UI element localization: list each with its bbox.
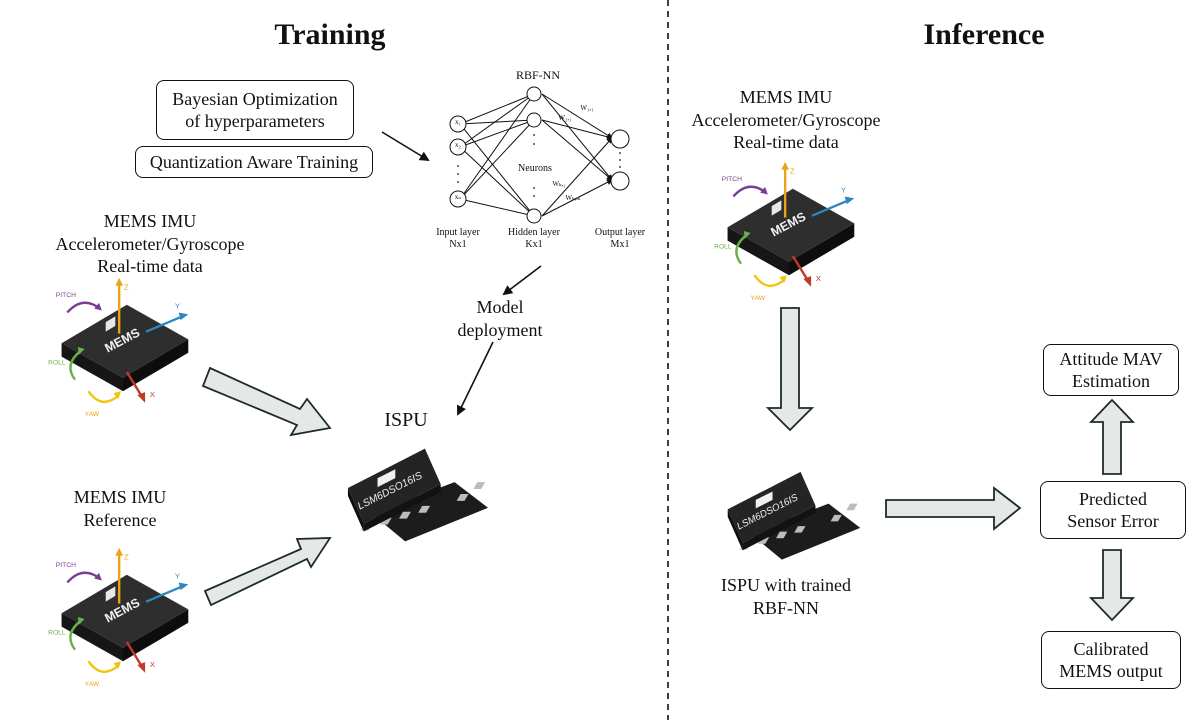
input-node-xn: xₙ (454, 193, 462, 201)
ispu-to-error-block-arrow (885, 486, 1022, 531)
bayes-to-nn-arrow (381, 131, 430, 162)
input-layer-label: Input layer Nx1 (436, 227, 480, 250)
bayes-line-1: Bayesian Optimization (172, 88, 338, 109)
neurons-label: Neurons (518, 163, 552, 174)
attitude-mav-estimation-box: Attitude MAV Estimation (1043, 344, 1179, 396)
hidden-layer-label: Hidden layer Kx1 (508, 227, 560, 250)
training-imu-realtime-label: MEMS IMU Accelerometer/Gyroscope Real-ti… (55, 211, 245, 276)
input-node-x2: x₂ (455, 141, 461, 149)
weight-label-w11: W₁,₁ (580, 104, 594, 112)
deployment-to-ispu-arrow (457, 341, 494, 416)
ispu-label: ISPU (384, 409, 428, 431)
nn-to-deployment-line (502, 265, 542, 296)
calibrated-mems-output-box: Calibrated MEMS output (1041, 631, 1181, 689)
input-node-x1: x₁ (455, 118, 461, 126)
ispu-chip-inference (727, 471, 861, 560)
training-imu-reference-label: MEMS IMU Reference (73, 487, 167, 530)
inference-imu-realtime-label: MEMS IMU Accelerometer/Gyroscope Real-ti… (691, 87, 881, 152)
bayes-line-2: of hyperparameters (185, 111, 325, 131)
weight-label-w21: W₂,₁ (558, 114, 572, 122)
imu-to-ispu-down-block-arrow (765, 307, 815, 432)
ispu-chip-training (347, 448, 489, 542)
model-deployment-label: Model deployment (457, 297, 543, 340)
rbf-nn-title: RBF-NN (515, 68, 560, 82)
inference-title: Inference (923, 18, 1045, 51)
reference-to-ispu-block-arrow (203, 537, 332, 607)
weight-label-wkm: Wₖ,ₘ (565, 194, 581, 202)
quantization-aware-training-box: Quantization Aware Training (135, 146, 373, 178)
rbf-nn-network (449, 86, 630, 224)
realtime-to-ispu-block-arrow (201, 366, 332, 437)
output-layer-label: Output layer Mx1 (594, 227, 646, 250)
weight-label-wk1: Wₖ,₁ (552, 180, 566, 188)
mems-imu-sensor-chip-reference (46, 546, 190, 690)
bayesian-optimization-box: Bayesian Optimization of hyperparameters (156, 80, 354, 140)
error-to-calibrated-block-arrow (1088, 549, 1136, 622)
error-to-attitude-block-arrow (1088, 398, 1136, 475)
predicted-sensor-error-box: Predicted Sensor Error (1040, 481, 1186, 539)
training-title: Training (274, 18, 386, 51)
ispu-trained-label: ISPU with trained RBF-NN (721, 575, 851, 618)
mems-imu-sensor-chip-inference (712, 160, 856, 304)
mems-imu-sensor-chip-realtime (46, 276, 190, 420)
